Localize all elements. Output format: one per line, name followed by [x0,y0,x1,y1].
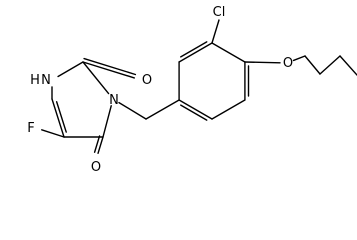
bond-c5-c6-second-line [55,101,67,133]
bond-c2-o2 [82,61,136,79]
chlorine-label: Cl [213,5,226,20]
bond-bu3-bu4 [339,55,357,76]
fluorine-label: F [27,121,34,136]
bond-bu1-bu2 [304,55,321,75]
bond-c4-o4-second-line [93,135,101,153]
bond-c2-n3 [82,61,110,95]
bond-b6-b1 [178,99,213,120]
carbonyl-oxygen-top-label: O [142,73,152,88]
bond-b3-cl [211,19,220,44]
bond-b5-b6 [211,99,246,120]
bond-bu2-bu3 [319,55,341,75]
bond-b6-b1-second-line [180,104,208,121]
chemical-structure-diagram: H N O N F O Cl O [27,5,357,175]
bond-layer [41,19,357,155]
atom-label-layer: H N O N F O Cl O [27,5,293,175]
nh-nitrogen-label: N [41,73,51,88]
carbonyl-oxygen-bottom-label: O [91,160,101,175]
bond-ch2-b1 [145,99,180,120]
bond-b2-b3 [178,42,213,63]
bond-n1-c2 [57,61,84,78]
nh-hydrogen-label: H [30,73,40,88]
bond-c4-o4 [97,136,104,155]
bond-c5-f [41,129,65,138]
bond-c5-c6 [51,98,65,138]
bond-b4-o [244,61,281,64]
bond-c2-o2-second-line [83,57,137,76]
ether-oxygen-label: O [283,56,293,71]
bond-n3-c4 [102,105,112,138]
bond-o-bu1 [292,55,306,62]
bond-b2-b3-second-line [180,41,208,58]
bond-b3-b4 [211,42,246,63]
bond-n3-ch2 [118,101,147,120]
ring-nitrogen-label: N [109,93,119,108]
